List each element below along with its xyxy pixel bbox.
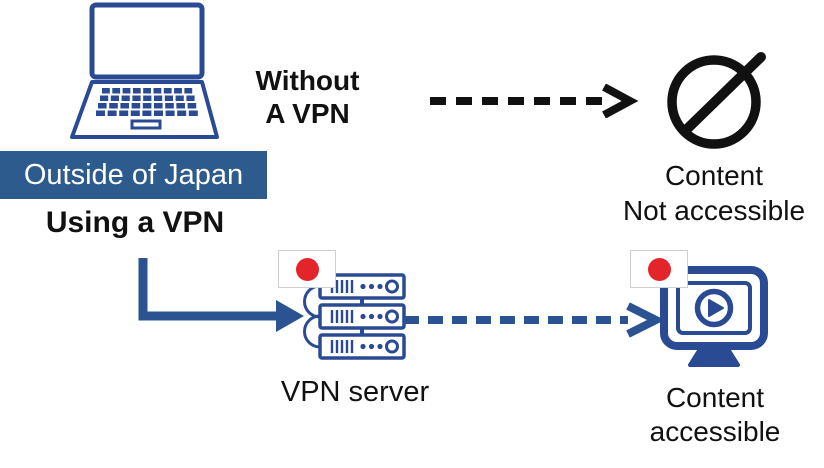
outside-of-japan-banner: Outside of Japan [0,151,267,199]
content-not-accessible-label: Content Not accessible [605,158,823,228]
vpn-server-text: VPN server [280,376,430,408]
vpn-dashed-arrow-icon [404,302,665,338]
laptop-icon [70,2,219,139]
without-vpn-line2: A VPN [265,98,350,130]
content-not-accessible-line2: Not accessible [622,195,806,226]
no-vpn-dashed-arrow-icon [430,84,639,118]
japan-flag-sun [647,257,671,281]
content-accessible-line1: Content [665,382,765,413]
video-monitor-icon [660,266,768,367]
vpn-elbow-arrow-icon [138,258,304,332]
japan-flag-icon [630,250,688,288]
japan-flag-icon [278,250,336,288]
content-not-accessible-line1: Content [664,160,764,191]
using-vpn-label: Using a VPN [30,206,240,240]
japan-flag-sun [295,257,319,281]
outside-of-japan-label: Outside of Japan [23,158,244,191]
without-vpn-label: Without A VPN [230,64,385,130]
content-accessible-label: Content accessible [620,381,810,448]
prohibition-icon [667,52,766,149]
server-rack-icon [303,273,406,360]
vpn-server-label: VPN server [265,376,445,409]
without-vpn-line1: Without [255,65,360,96]
using-vpn-text: Using a VPN [45,206,225,239]
content-accessible-line2: accessible [649,415,781,447]
